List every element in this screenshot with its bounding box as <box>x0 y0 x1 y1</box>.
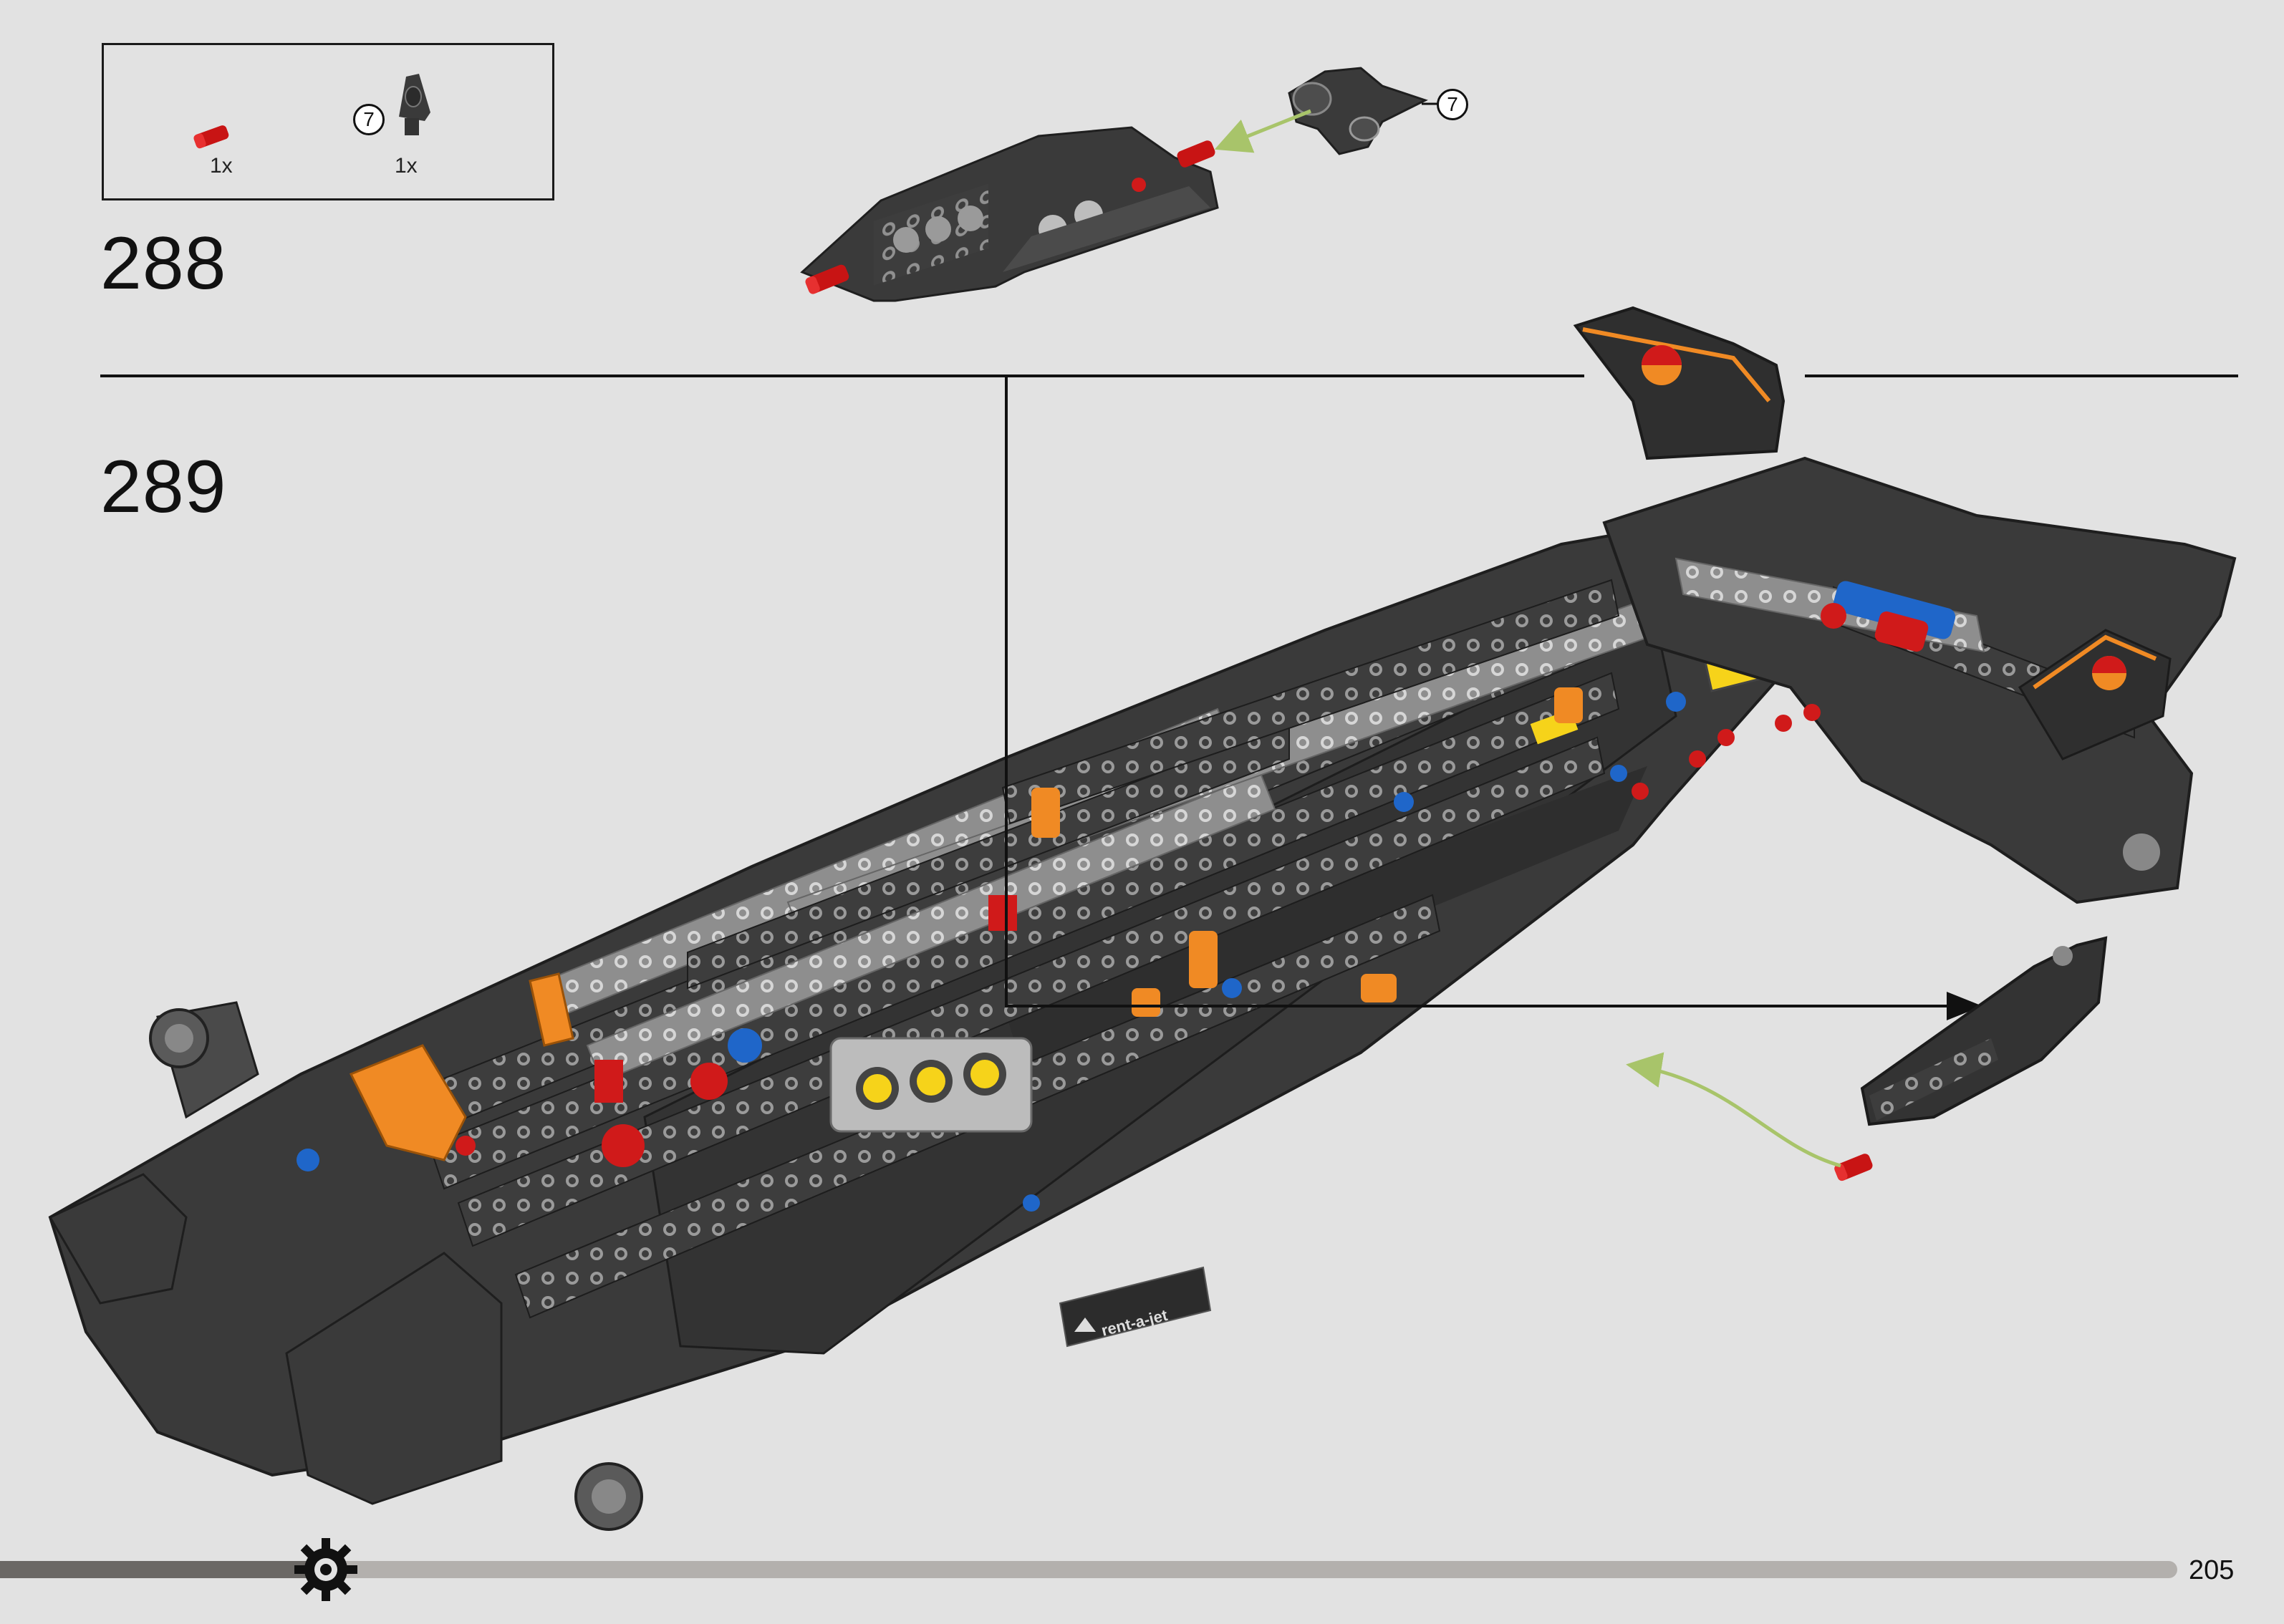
callout-arrowhead <box>1947 992 1982 1020</box>
part-callout-number: 7 <box>353 104 385 135</box>
progress-gear-icon <box>294 1538 357 1601</box>
part-quantity: 1x <box>395 154 418 178</box>
part-quantity: 1x <box>210 154 233 178</box>
progress-fill <box>0 1561 326 1578</box>
callout-line <box>1005 376 1962 1007</box>
parts-list-box: 1x 7 1x <box>102 43 554 200</box>
side-panel-part <box>1834 936 2108 1181</box>
parts-list-drawing <box>193 74 430 149</box>
insertion-arrow <box>1626 1052 1841 1168</box>
insertion-arrow <box>1214 109 1311 153</box>
red-axle-pin-icon <box>193 125 229 149</box>
sub-assembly-288 <box>800 126 1219 302</box>
connector-part-288 <box>1288 67 1438 155</box>
step-number: 289 <box>100 445 227 528</box>
progress-bar <box>0 1538 2177 1601</box>
page-number: 205 <box>2189 1555 2235 1585</box>
dark-grey-connector-icon <box>399 74 430 135</box>
step-number: 288 <box>100 222 227 305</box>
chassis-assembly: rent-a-jet <box>48 306 2237 1531</box>
